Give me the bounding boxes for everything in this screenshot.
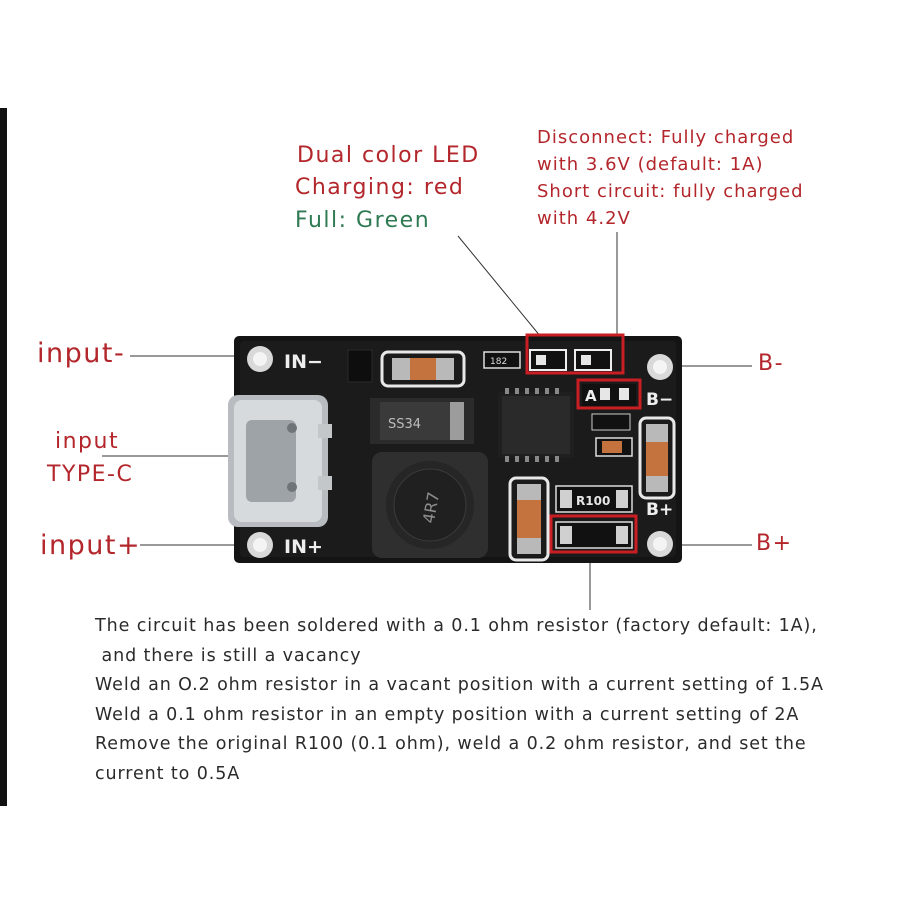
label-input-typec-line1: input — [55, 429, 120, 454]
description-line: Weld an O.2 ohm resistor in a vacant pos… — [95, 675, 824, 695]
description-line: Remove the original R100 (0.1 ohm), weld… — [95, 734, 807, 754]
highlight-jumper — [576, 378, 642, 410]
silk-in-minus: IN− — [284, 351, 323, 373]
led-note-line1: Dual color LED — [297, 143, 480, 168]
silk-b-plus: B+ — [646, 500, 673, 520]
highlight-resistor — [549, 514, 638, 554]
svg-text:R100: R100 — [576, 494, 610, 508]
label-input-plus: input+ — [40, 530, 142, 561]
label-b-plus: B+ — [756, 531, 793, 556]
silk-b-minus: B− — [646, 390, 673, 410]
description-line: Weld a 0.1 ohm resistor in an empty posi… — [95, 704, 800, 725]
capacitor-top — [380, 350, 466, 388]
label-b-minus: B- — [758, 351, 785, 376]
hole-in-plus — [247, 532, 273, 558]
led-note-line3: Full: Green — [295, 208, 431, 233]
led-area: 182 — [483, 349, 612, 371]
svg-text:A: A — [585, 387, 597, 405]
description-line: current to 0.5A — [95, 763, 241, 784]
ic-chip — [498, 388, 574, 462]
left-edge-bar — [0, 108, 7, 806]
description-block: The circuit has been soldered with a 0.1… — [95, 612, 824, 789]
diode-ss34: SS34 — [370, 398, 474, 444]
smd-chip-top — [347, 349, 373, 383]
voltage-note-line3: Short circuit: fully charged — [537, 181, 804, 202]
leader-led — [457, 235, 551, 349]
voltage-note-line2: with 3.6V (default: 1A) — [537, 154, 764, 175]
capacitor-right — [638, 416, 676, 500]
hole-b-minus — [647, 354, 673, 380]
inductor-4r7: 4R7 — [372, 452, 488, 558]
hole-b-plus — [647, 531, 673, 557]
label-input-typec-line2: TYPE-C — [47, 462, 134, 487]
usb-typec-connector — [228, 395, 332, 527]
label-input-minus: input- — [37, 338, 126, 369]
svg-text:182: 182 — [490, 357, 507, 367]
description-line: The circuit has been soldered with a 0.1… — [95, 616, 818, 636]
led-note-line2: Charging: red — [295, 175, 465, 200]
resistor-r100: R100 — [555, 485, 633, 513]
voltage-note-line1: Disconnect: Fully charged — [537, 127, 795, 148]
smd-small-right — [591, 413, 633, 457]
vacant-resistor-pads — [555, 521, 633, 549]
silk-in-plus: IN+ — [284, 536, 323, 558]
voltage-note-line4: with 4.2V — [537, 208, 631, 229]
svg-text:SS34: SS34 — [388, 417, 421, 432]
hole-in-minus — [247, 346, 273, 372]
jumper-a: A — [582, 384, 636, 406]
description-line: and there is still a vacancy — [95, 645, 362, 666]
capacitor-bottom — [508, 476, 550, 562]
highlight-led — [525, 333, 625, 375]
